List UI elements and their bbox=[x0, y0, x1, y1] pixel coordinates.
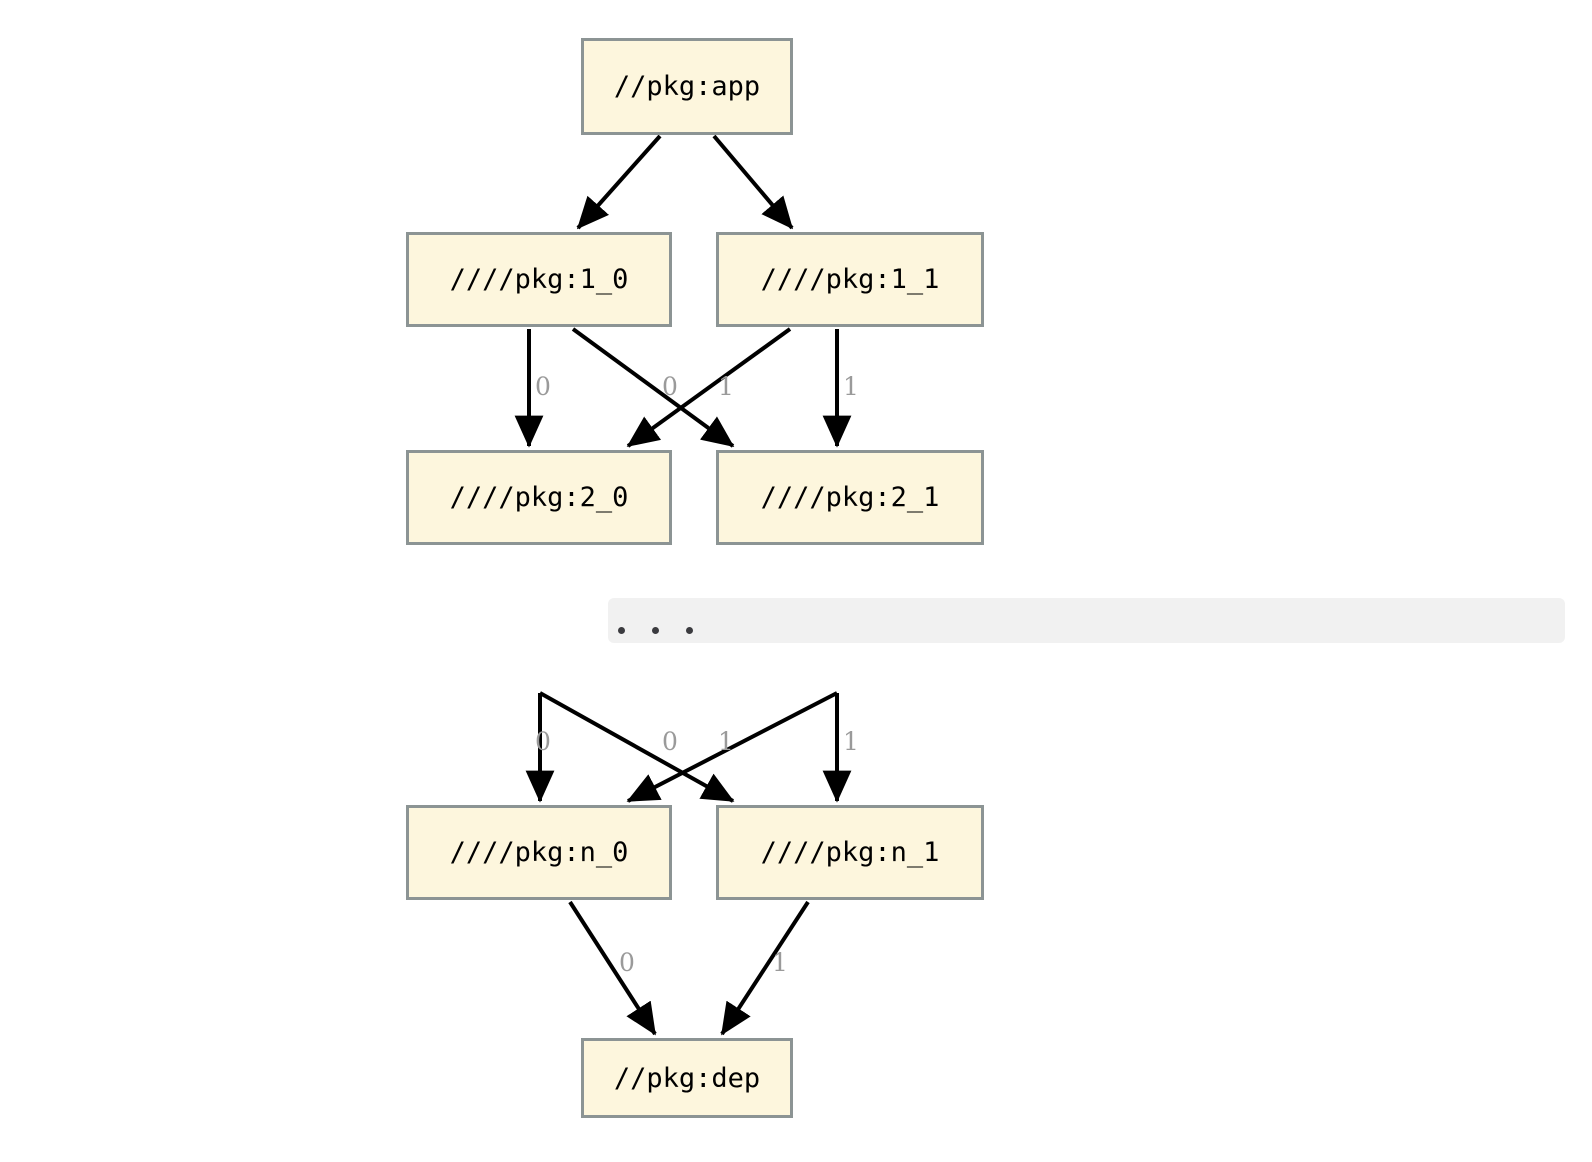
node-app[interactable]: //pkg:app bbox=[581, 38, 793, 135]
edge-e-dangle-ln_1 bbox=[539, 691, 735, 803]
node-label: ////pkg:2_1 bbox=[760, 482, 940, 513]
node-label: ////pkg:1_0 bbox=[449, 264, 629, 295]
edge-e-app-l1_0 bbox=[576, 134, 662, 230]
ellipsis-dot bbox=[652, 627, 659, 634]
edge-e-l1_1-l2_0 bbox=[626, 327, 792, 448]
edge-e-dangle2-ln_0 bbox=[626, 691, 838, 803]
node-label: //pkg:dep bbox=[613, 1062, 761, 1094]
node-l1_1[interactable]: ////pkg:1_1 bbox=[716, 232, 984, 327]
node-dep[interactable]: //pkg:dep bbox=[581, 1038, 793, 1118]
node-label: ////pkg:n_0 bbox=[449, 837, 629, 868]
edge-e-app-l1_1 bbox=[712, 134, 794, 230]
ellipsis-dot bbox=[618, 627, 625, 634]
edge-e-ln_1-dep bbox=[720, 900, 810, 1036]
ellipsis-separator-band bbox=[608, 598, 1565, 643]
node-label: //pkg:app bbox=[613, 71, 761, 102]
edge-e-l1_0-l2_1 bbox=[571, 327, 735, 448]
node-label: ////pkg:n_1 bbox=[760, 837, 940, 868]
ellipsis-dot bbox=[686, 627, 693, 634]
node-ln_0[interactable]: ////pkg:n_0 bbox=[406, 805, 672, 900]
node-l2_1[interactable]: ////pkg:2_1 bbox=[716, 450, 984, 545]
ellipsis-dots bbox=[618, 627, 693, 634]
node-label: ////pkg:2_0 bbox=[449, 482, 629, 513]
node-l1_0[interactable]: ////pkg:1_0 bbox=[406, 232, 672, 327]
edge-e-ln_0-dep bbox=[568, 900, 657, 1036]
node-ln_1[interactable]: ////pkg:n_1 bbox=[716, 805, 984, 900]
node-label: ////pkg:1_1 bbox=[760, 264, 940, 295]
node-l2_0[interactable]: ////pkg:2_0 bbox=[406, 450, 672, 545]
